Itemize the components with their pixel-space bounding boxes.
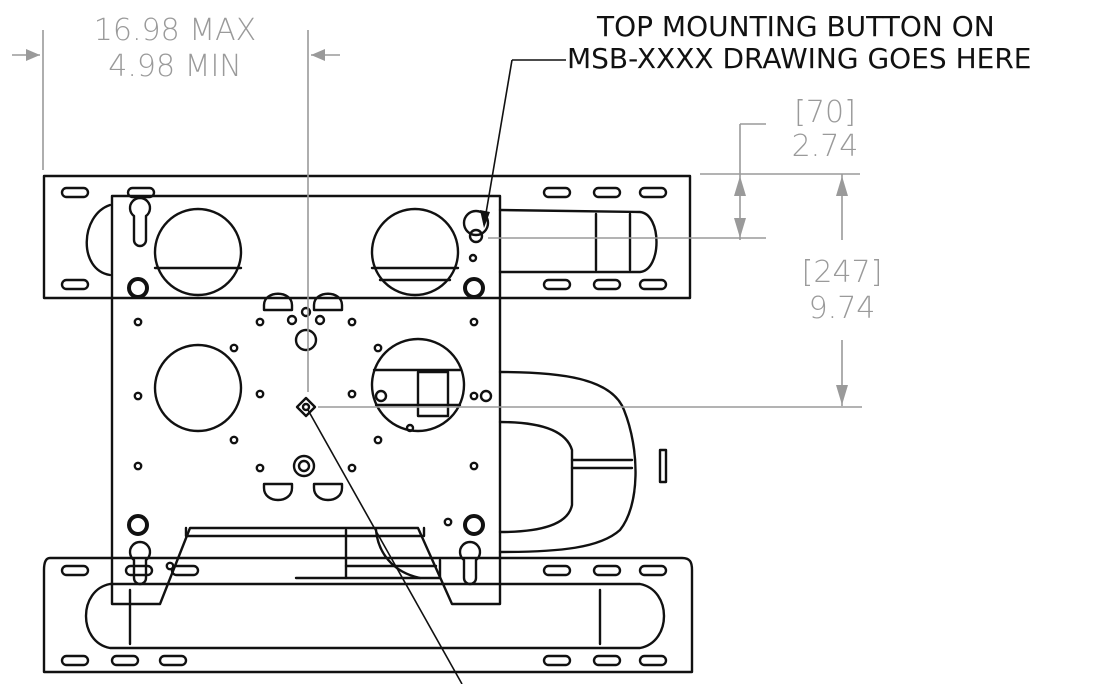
slot [542, 278, 572, 291]
slot [592, 654, 622, 667]
dimension-height-in: 9.74 [808, 291, 876, 326]
slot [542, 654, 572, 667]
slot [124, 564, 154, 577]
slot [110, 654, 140, 667]
slot [60, 654, 90, 667]
right-arm [498, 370, 668, 554]
slot [170, 564, 200, 577]
dimension-width-min: 4.98 MIN [108, 49, 242, 84]
slot [60, 564, 90, 577]
slot [542, 564, 572, 577]
slot [638, 564, 668, 577]
slot [638, 278, 668, 291]
top-rail [42, 174, 692, 300]
dimension-width-max: 16.98 MAX [93, 13, 257, 48]
bottom-rail [42, 556, 694, 674]
dimension-height-mm: [247] [801, 255, 883, 290]
slot [592, 278, 622, 291]
dimension-arrows [26, 49, 848, 405]
callout-line2: MSB-XXXX DRAWING GOES HERE [567, 42, 1032, 75]
slot [592, 186, 622, 199]
slot [542, 186, 572, 199]
callout-line1: TOP MOUNTING BUTTON ON [597, 10, 995, 43]
dimension-top-offset-in: 2.74 [791, 129, 859, 164]
slot [638, 186, 668, 199]
callout-leader [307, 59, 566, 684]
callout-arrow [480, 210, 490, 228]
slot [60, 278, 90, 291]
slot [638, 654, 668, 667]
slot [60, 186, 90, 199]
slot [592, 564, 622, 577]
slot [158, 654, 188, 667]
dimension-top-offset-mm: [70] [794, 95, 856, 130]
main-plate [110, 194, 502, 606]
